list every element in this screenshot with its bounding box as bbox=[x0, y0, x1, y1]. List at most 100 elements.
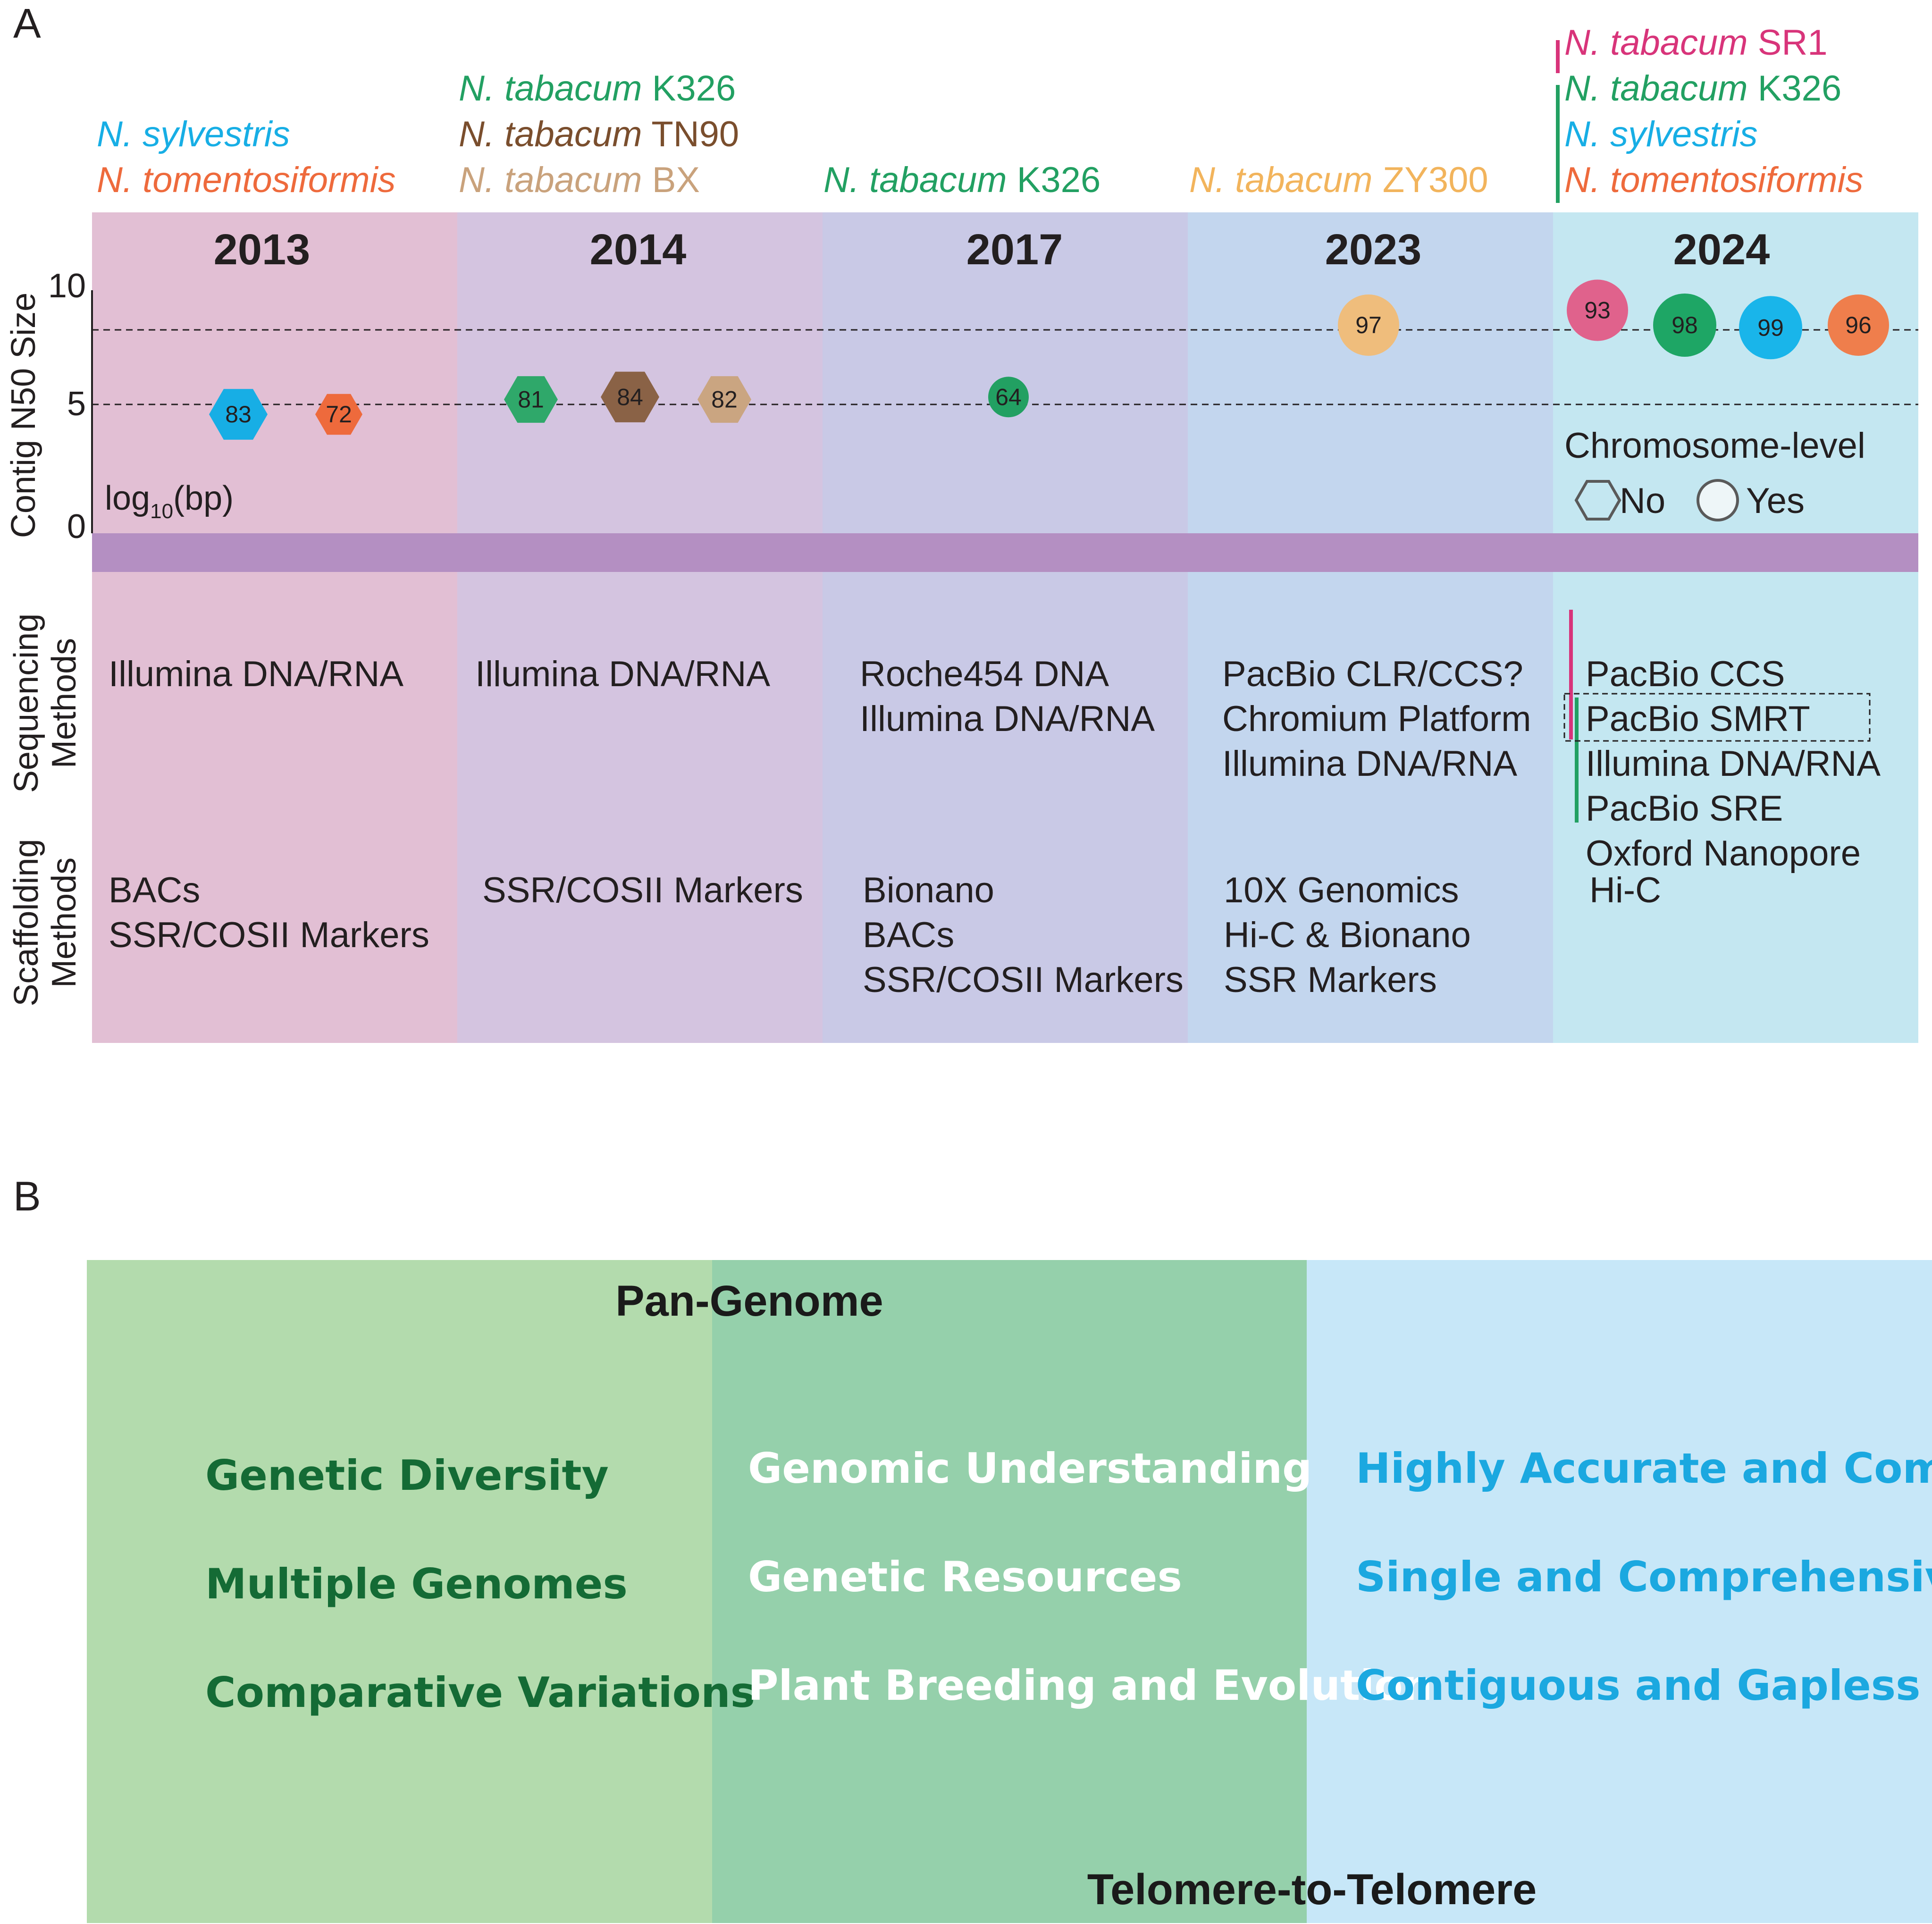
species-name: N. sylvestris bbox=[97, 114, 290, 154]
sequencing-method: Illumina DNA/RNA bbox=[109, 654, 403, 694]
sequencing-method: PacBio CCS bbox=[1586, 654, 1785, 694]
panel-b-letter: B bbox=[13, 1173, 41, 1219]
legend-no: No bbox=[1620, 481, 1665, 521]
scaffolding-method: SSR/COSII Markers bbox=[863, 960, 1184, 1000]
unit-main: log bbox=[105, 479, 150, 517]
sequencing-method: PacBio SMRT bbox=[1586, 699, 1810, 739]
k326-bracket bbox=[1556, 85, 1560, 203]
sequencing-method: Illumina DNA/RNA bbox=[1222, 744, 1517, 784]
panel-b-item: Genetic Diversity bbox=[205, 1451, 609, 1500]
assembly-label: 82 bbox=[711, 386, 738, 413]
species-header: N. tabacum SR1 bbox=[1564, 23, 1828, 63]
year-2013: 2013 bbox=[214, 226, 311, 274]
sequencing-method: Illumina DNA/RNA bbox=[475, 654, 770, 694]
sequencing-method: Roche454 DNA bbox=[860, 654, 1109, 694]
overlap-region bbox=[712, 1260, 1307, 1923]
t2t-title: Telomere-to-Telomere bbox=[1087, 1865, 1537, 1914]
strain-name: K326 bbox=[1748, 68, 1842, 109]
species-name: N. sylvestris bbox=[1564, 114, 1758, 154]
panel-a-letter: A bbox=[13, 0, 41, 47]
species-headers: N. sylvestris N. tomentosiformis N. tabacu… bbox=[97, 23, 1864, 200]
scaffolding-label-line2: Methods bbox=[45, 857, 83, 988]
species-header: N. sylvestris bbox=[97, 114, 290, 154]
assembly-marker-circle bbox=[1828, 294, 1889, 356]
species-name: N. tabacum bbox=[823, 160, 1007, 200]
species-header: N. tabacum K326 bbox=[823, 160, 1100, 200]
assembly-label: 93 bbox=[1584, 297, 1611, 324]
sequencing-label-line2: Methods bbox=[45, 638, 83, 768]
axis-divider-band bbox=[92, 533, 1918, 572]
assembly-marker-hexagon bbox=[601, 371, 659, 422]
species-name: N. tabacum bbox=[459, 114, 642, 154]
tick-label-0: 0 bbox=[67, 508, 86, 546]
scaffolding-method: SSR/COSII Markers bbox=[109, 915, 429, 955]
year-2014: 2014 bbox=[590, 226, 687, 274]
species-name: N. tabacum bbox=[459, 160, 642, 200]
unit-sub: 10 bbox=[150, 500, 173, 523]
strain-name: ZY300 bbox=[1373, 160, 1488, 200]
assembly-marker-circle bbox=[1567, 279, 1628, 341]
species-name: N. tabacum bbox=[459, 68, 642, 109]
species-header: N. tomentosiformis bbox=[97, 160, 396, 200]
species-header: N. tabacum K326 bbox=[459, 68, 736, 109]
y-axis-title: Contig N50 Size bbox=[5, 293, 42, 538]
panel-b-item: Genomic Understanding bbox=[748, 1444, 1312, 1493]
assembly-marker-hexagon bbox=[697, 376, 751, 423]
scaffolding-method: Bionano bbox=[863, 870, 994, 910]
year-2017: 2017 bbox=[966, 226, 1063, 274]
scaffolding-method: SSR/COSII Markers bbox=[482, 870, 803, 910]
scaffolding-method: SSR Markers bbox=[1224, 960, 1437, 1000]
sequencing-label-line1: Sequencing bbox=[8, 613, 45, 793]
assembly-marker-circle bbox=[1653, 294, 1716, 357]
scaffolding-method: Hi-C bbox=[1589, 870, 1661, 910]
unit-tail: (bp) bbox=[173, 479, 234, 517]
species-header: N. tabacum BX bbox=[459, 160, 700, 200]
sequencing-method: Oxford Nanopore bbox=[1586, 833, 1861, 874]
k326-method-bracket bbox=[1575, 697, 1579, 823]
scaffolding-method: Hi-C & Bionano bbox=[1224, 915, 1471, 955]
species-name: N. tomentosiformis bbox=[97, 160, 396, 200]
year-2024: 2024 bbox=[1673, 226, 1770, 274]
assembly-label: 84 bbox=[617, 384, 643, 410]
t2t-only-region bbox=[1307, 1260, 1932, 1923]
panel-b-item: Contiguous and Gapless bbox=[1356, 1661, 1921, 1710]
assembly-label: 81 bbox=[518, 386, 544, 413]
legend-circle-icon bbox=[1697, 479, 1739, 521]
sequencing-method: Chromium Platform bbox=[1222, 699, 1531, 739]
assembly-label: 99 bbox=[1757, 314, 1784, 341]
assembly-label: 96 bbox=[1845, 312, 1872, 338]
scaffolding-method: BACs bbox=[109, 870, 200, 910]
panel-b-item: Plant Breeding and Evolution bbox=[748, 1661, 1432, 1710]
species-header: N. tomentosiformis bbox=[1564, 160, 1864, 200]
legend-yes: Yes bbox=[1746, 481, 1805, 521]
year-2023: 2023 bbox=[1325, 226, 1422, 274]
species-header: N. tabacum K326 bbox=[1564, 68, 1841, 109]
assembly-marker-hexagon bbox=[209, 389, 268, 440]
column-2017 bbox=[823, 212, 1188, 1043]
panel-b-item: Genetic Resources bbox=[748, 1553, 1182, 1601]
assembly-label: 72 bbox=[326, 401, 352, 428]
methods-table: Illumina DNA/RNA Illumina DNA/RNA Roche454… bbox=[109, 654, 1881, 1000]
column-2014 bbox=[457, 212, 823, 1043]
species-header: N. sylvestris bbox=[1564, 114, 1758, 154]
shared-method-box bbox=[1563, 693, 1871, 742]
scaffolding-method: 10X Genomics bbox=[1224, 870, 1459, 910]
sequencing-method: Illumina DNA/RNA bbox=[860, 699, 1155, 739]
tick-label-5: 5 bbox=[67, 385, 86, 423]
sr1-method-bracket bbox=[1569, 610, 1573, 739]
assembly-label: 97 bbox=[1355, 312, 1382, 338]
assembly-marker-hexagon bbox=[504, 376, 558, 423]
assembly-marker-hexagon bbox=[315, 394, 362, 435]
assembly-label: 64 bbox=[995, 384, 1022, 410]
strain-name: TN90 bbox=[642, 114, 739, 154]
sequencing-method: Illumina DNA/RNA bbox=[1586, 744, 1881, 784]
species-name: N. tabacum bbox=[1564, 23, 1748, 63]
scaffolding-method: BACs bbox=[863, 915, 954, 955]
sr1-bracket bbox=[1556, 40, 1560, 73]
panel-b-item: Multiple Genomes bbox=[205, 1560, 628, 1608]
panel-b-item: Single and Comprehensive bbox=[1356, 1553, 1932, 1601]
panel-b-item: Comparative Variations bbox=[205, 1668, 755, 1717]
